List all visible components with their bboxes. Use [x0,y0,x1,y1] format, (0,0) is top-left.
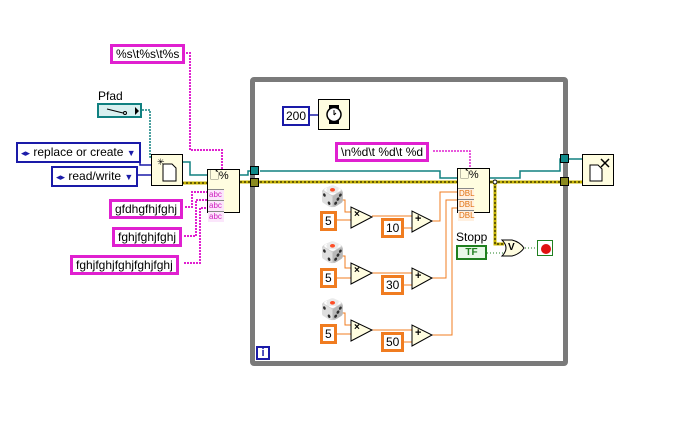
multiply-symbol-1: × [354,209,360,220]
add-node-2 [411,267,434,290]
string-wire-h1 [185,191,208,208]
string-wire-h2 [184,199,208,237]
string-terminal-3[interactable]: abc [208,211,224,222]
num-wire-a2 [432,199,458,279]
loop-condition-terminal[interactable] [537,240,553,256]
enum-increment-icon: ◂▸ [56,172,66,182]
refnum-wire-loop [260,170,458,179]
format-into-file-node-outer[interactable]: 🗋% abc abc abc [207,169,240,222]
random-number-node-3[interactable]: 🎲 [320,299,345,321]
add-symbol-2: + [415,270,422,282]
error-tunnel-out [560,177,569,186]
offset-constant-2[interactable]: 30 [381,275,405,295]
svg-text:✳: ✳ [157,157,165,167]
close-file-node[interactable] [582,154,614,186]
open-operation-value: replace or create [33,145,124,159]
error-wire-to-or-b [494,182,504,245]
numeric-terminal-2[interactable]: DBL [458,199,475,210]
new-file-icon: ✳ [157,157,177,182]
add-symbol-3: + [415,327,422,339]
file-icon: 🗋 [210,170,219,182]
num-wire-a3 [432,207,458,336]
path-icon [106,107,139,115]
add-node-1 [411,210,434,233]
refnum-tunnel-in [250,166,259,175]
or-symbol: V [508,242,515,253]
multiplier-constant-3[interactable]: 5 [320,324,337,344]
wait-ms-node[interactable] [318,99,350,130]
access-enum[interactable]: ◂▸ read/write ▼ [51,166,139,187]
close-file-icon [589,158,610,182]
header-string-constant-2[interactable]: fghjfghjfghj [112,227,183,247]
dropdown-arrow-icon: ▼ [124,172,134,182]
string-wire-format-inner [433,150,471,170]
watch-icon [326,105,342,124]
num-wire-a1 [432,191,458,222]
numeric-terminal-3[interactable]: DBL [458,210,475,221]
header-string-constant-1[interactable]: gfdhgfhjfghj [109,199,184,219]
stop-sign-icon [541,244,551,254]
add-node-3 [411,324,434,347]
format-node-header: 🗋% [210,170,229,182]
offset-constant-1[interactable]: 10 [381,218,405,238]
path-control[interactable] [97,103,142,118]
random-number-node-2[interactable]: 🎲 [320,242,345,264]
wait-ms-constant[interactable]: 200 [282,106,311,126]
num-wire-r1 [338,199,351,213]
refnum-tunnel-out [560,154,569,163]
add-symbol-1: + [415,213,422,225]
multiply-symbol-2: × [354,265,360,276]
path-wire [142,109,152,158]
access-value: read/write [68,169,122,183]
open-operation-enum[interactable]: ◂▸ replace or create ▼ [16,142,141,163]
multiplier-constant-1[interactable]: 5 [320,211,337,231]
multiply-node-3 [350,319,374,342]
stop-control[interactable]: TF [456,245,487,260]
string-terminal-2[interactable]: abc [208,200,224,211]
header-string-constant-3[interactable]: fghjfghjfghjfghjfghj [70,255,179,275]
dropdown-arrow-icon: ▼ [126,148,136,158]
or-gate [500,239,525,257]
refnum-wire-1 [182,161,208,176]
offset-constant-3[interactable]: 50 [381,332,405,352]
iteration-terminal: i [256,346,270,360]
open-create-file-node[interactable]: ✳ [151,154,183,186]
numeric-terminal-1[interactable]: DBL [458,188,475,199]
stop-control-label: Stopp [456,230,488,244]
format-string-constant-outer[interactable]: %s\t%s\t%s [110,44,186,64]
num-wire-r3 [338,312,351,326]
string-wire-format-outer [183,52,223,170]
path-control-label: Pfad [98,89,123,103]
random-number-node-1[interactable]: 🎲 [320,186,345,208]
format-string-constant-inner[interactable]: \n%d\t %d\t %d [335,142,430,162]
file-icon: 🗋 [460,169,469,181]
multiply-symbol-3: × [354,322,360,333]
num-wire-r2 [338,255,351,269]
multiplier-constant-2[interactable]: 5 [320,268,337,288]
error-tunnel-in [250,178,259,187]
error-junction [492,179,498,185]
format-into-file-node-inner[interactable]: 🗋% DBL DBL DBL [457,168,490,221]
multiply-node-2 [350,262,374,285]
format-node-header: 🗋% [460,169,479,181]
enum-increment-icon: ◂▸ [21,148,31,158]
multiply-node-1 [350,206,374,229]
string-terminal-1[interactable]: abc [208,189,224,200]
string-wire-h3 [184,207,208,264]
while-loop-frame[interactable] [250,77,568,366]
